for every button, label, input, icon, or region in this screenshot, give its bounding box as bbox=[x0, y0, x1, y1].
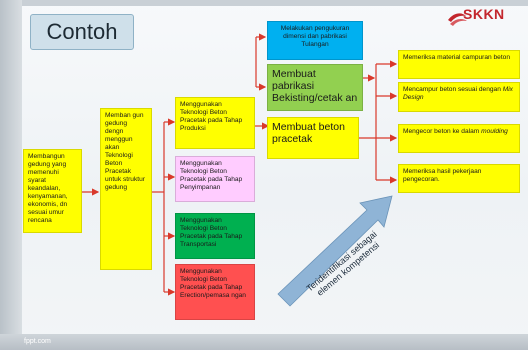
box-stage-produksi-text: Menggunakan Teknologi Beton Pracetak pad… bbox=[180, 101, 243, 133]
box-casting-italic: moulding bbox=[481, 128, 508, 135]
frame-bottom bbox=[0, 334, 528, 350]
box-stage-transportasi-text: Menggunakan Teknologi Beton Pracetak pad… bbox=[180, 217, 243, 249]
box-bekisting-text: Membuat pabrikasi Bekisting/cetak an bbox=[272, 68, 358, 105]
box-check-material: Memeriksa material campuran beton bbox=[398, 50, 520, 79]
box-stage-penyimpanan: Menggunakan Teknologi Beton Pracetak pad… bbox=[175, 156, 255, 202]
box-check-result: Memeriksa hasil pekerjaan pengecoran. bbox=[398, 164, 520, 193]
box-measure-tulangan: Melakukan pengukuran dimensi dan pabrika… bbox=[267, 21, 363, 60]
box-casting: Mengecor beton ke dalam moulding bbox=[398, 124, 520, 153]
box-root-goal-text: Membangun gedung yang memenuhi syarat ke… bbox=[28, 153, 68, 225]
frame-top bbox=[22, 0, 528, 6]
footer-text: fppt.com bbox=[24, 338, 51, 345]
logo-text: SKKN bbox=[463, 6, 505, 22]
box-precast-technology-text: Memban gun gedung dengn menggun akan Tek… bbox=[105, 112, 145, 192]
box-casting-text: Mengecor beton ke dalam bbox=[403, 128, 482, 135]
box-check-material-text: Memeriksa material campuran beton bbox=[403, 54, 511, 61]
box-root-goal: Membangun gedung yang memenuhi syarat ke… bbox=[23, 149, 82, 233]
frame-left bbox=[0, 0, 22, 350]
box-check-result-text: Memeriksa hasil pekerjaan pengecoran. bbox=[403, 168, 482, 184]
box-precast-technology: Memban gun gedung dengn menggun akan Tek… bbox=[100, 108, 152, 270]
box-precast-concrete-text: Membuat beton pracetak bbox=[272, 121, 345, 146]
box-stage-ereksi-text: Menggunakan Teknologi Beton Pracetak pad… bbox=[180, 268, 246, 300]
box-precast-concrete: Membuat beton pracetak bbox=[267, 117, 359, 159]
box-mix-design: Mencampur beton sesuai dengan Mix Design bbox=[398, 82, 520, 112]
box-mix-design-italic: Mix Design bbox=[403, 86, 513, 102]
box-stage-produksi: Menggunakan Teknologi Beton Pracetak pad… bbox=[175, 97, 255, 149]
box-bekisting: Membuat pabrikasi Bekisting/cetak an bbox=[267, 64, 363, 111]
banner-arrow-shape bbox=[277, 195, 393, 307]
box-stage-ereksi: Menggunakan Teknologi Beton Pracetak pad… bbox=[175, 264, 255, 320]
box-stage-penyimpanan-text: Menggunakan Teknologi Beton Pracetak pad… bbox=[180, 160, 243, 192]
logo-swoosh-icon bbox=[448, 13, 467, 26]
box-measure-tulangan-text: Melakukan pengukuran dimensi dan pabrika… bbox=[280, 25, 350, 49]
slide-title: Contoh bbox=[30, 14, 134, 50]
box-stage-transportasi: Menggunakan Teknologi Beton Pracetak pad… bbox=[175, 213, 255, 259]
box-mix-design-text: Mencampur beton sesuai dengan bbox=[403, 86, 503, 93]
